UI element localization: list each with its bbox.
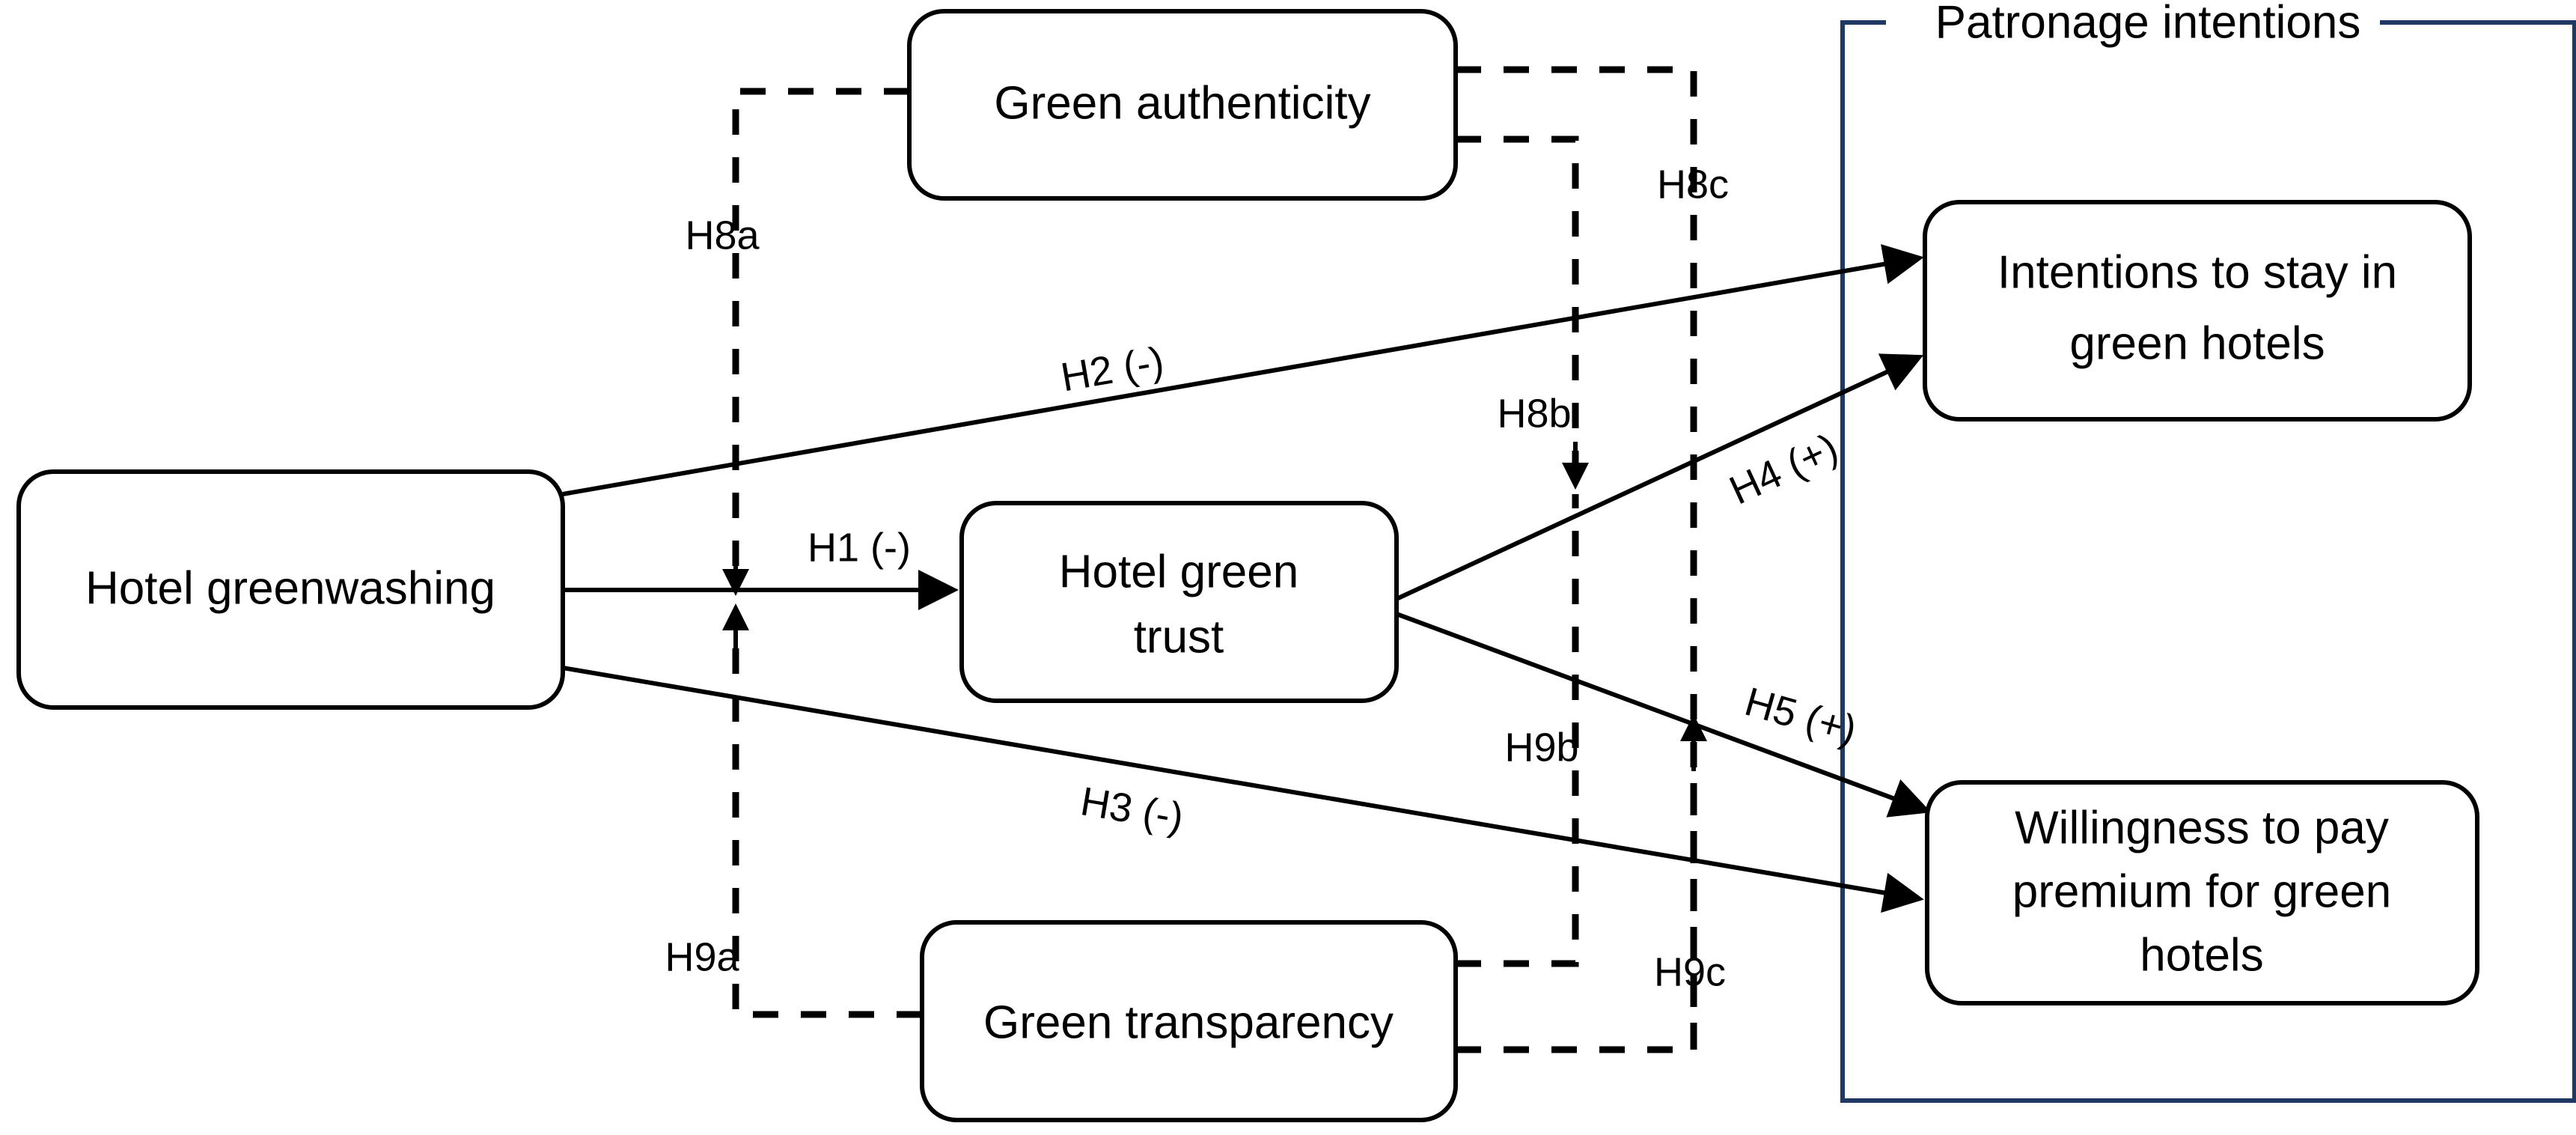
node-willingness-to-pay-label-line1: Willingness to pay	[2015, 802, 2389, 853]
node-hotel-greenwashing-label: Hotel greenwashing	[85, 562, 495, 614]
h2-arrow	[562, 244, 1924, 496]
node-hotel-green-trust-label-line1: Hotel green	[1059, 546, 1299, 597]
node-willingness-to-pay-box[interactable]	[1925, 780, 2479, 1005]
node-intentions-to-stay-label-line1: Intentions to stay in	[1997, 246, 2397, 298]
hypothesis-label-h1: H1 (-)	[808, 525, 911, 570]
h9c-line	[1456, 749, 1697, 1053]
node-green-authenticity[interactable]: Green authenticity	[907, 9, 1458, 201]
hypothesis-label-h9b: H9b	[1504, 725, 1578, 770]
group-title-patronage-intentions: Patronage intentions	[1935, 0, 2361, 48]
path-h5: H5 (+)	[1395, 612, 1932, 818]
hypothesis-label-h9c: H9c	[1654, 949, 1726, 994]
dashed-path-h8c: H8c	[1456, 66, 1729, 1050]
node-green-transparency-label: Green transparency	[983, 996, 1394, 1048]
node-green-authenticity-box[interactable]	[907, 9, 1458, 201]
h5-arrow	[1395, 612, 1932, 818]
node-willingness-to-pay-label-line2: premium for green	[2012, 865, 2392, 917]
hypothesis-label-h8c: H8c	[1657, 162, 1729, 207]
hypothesis-label-h8a: H8a	[685, 213, 760, 258]
dashed-path-h8a: H8a	[685, 88, 909, 596]
node-willingness-to-pay-label-line3: hotels	[2140, 929, 2263, 981]
node-green-transparency-box[interactable]	[920, 920, 1458, 1122]
node-intentions-to-stay-box[interactable]	[1923, 200, 2472, 422]
h3-arrow	[562, 666, 1924, 913]
dashed-path-h8b: H8b	[1456, 136, 1589, 490]
node-green-transparency[interactable]: Green transparency	[920, 920, 1458, 1122]
dashed-path-h9a: H9a	[665, 603, 922, 1018]
group-frame-path	[1840, 20, 2576, 1103]
node-hotel-greenwashing-box[interactable]	[16, 469, 565, 710]
dashed-path-h9b: H9b	[1456, 494, 1579, 967]
path-h3: H3 (-)	[562, 666, 1924, 913]
node-hotel-green-trust-box[interactable]	[959, 501, 1399, 703]
path-h2: H2 (-)	[562, 244, 1924, 496]
hypothesis-label-h3: H3 (-)	[1078, 779, 1187, 840]
node-hotel-green-trust-label-line2: trust	[1134, 611, 1224, 663]
node-hotel-green-trust[interactable]: Hotel green trust	[959, 501, 1399, 703]
h8b-line	[1456, 136, 1579, 464]
h4-arrow	[1395, 353, 1924, 601]
patronage-intentions-group: Patronage intentions	[1840, 0, 2576, 1103]
node-green-authenticity-label: Green authenticity	[994, 77, 1370, 129]
h8a-line	[732, 88, 909, 576]
hypothesis-label-h8b: H8b	[1497, 391, 1571, 436]
path-h4: H4 (+)	[1395, 353, 1924, 601]
h9a-line	[732, 621, 922, 1018]
node-willingness-to-pay[interactable]: Willingness to pay premium for green hot…	[1925, 780, 2479, 1005]
node-intentions-to-stay[interactable]: Intentions to stay in green hotels	[1923, 200, 2472, 422]
hypothesis-label-h9a: H9a	[665, 934, 739, 979]
node-intentions-to-stay-label-line2: green hotels	[2069, 317, 2325, 369]
dashed-path-h9c: H9c	[1456, 714, 1726, 1053]
node-hotel-greenwashing[interactable]: Hotel greenwashing	[16, 469, 565, 710]
h9b-line	[1456, 494, 1579, 967]
path-h1: H1 (-)	[563, 525, 959, 610]
